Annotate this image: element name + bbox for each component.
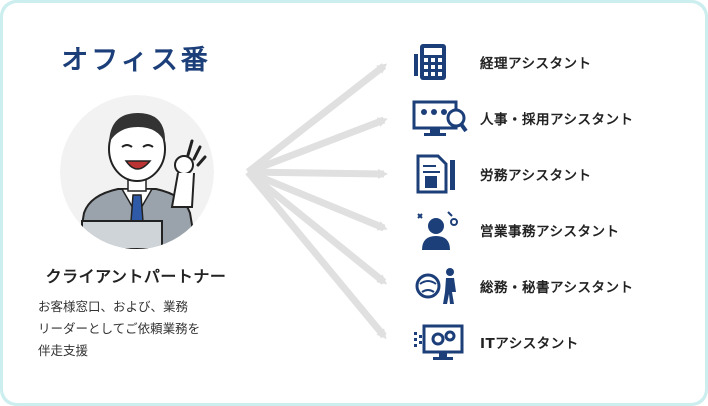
globe-person-icon (412, 264, 468, 308)
description-line: リーダーとしてご依頼業務を (38, 321, 201, 336)
service-label: ITアシスタント (480, 336, 579, 352)
service-label: 営業事務アシスタント (480, 224, 620, 240)
monitor-gears-icon (412, 320, 468, 364)
brand-title: オフィス番 (61, 45, 211, 76)
partner-role: クライアントパートナー (45, 267, 227, 286)
service-label: 人事・採用アシスタント (480, 112, 634, 128)
candidate-search-icon (412, 96, 468, 140)
arrow-to-it (245, 169, 387, 340)
sales-person-icon (412, 208, 468, 252)
document-box-icon (412, 152, 468, 196)
calculator-icon (412, 40, 468, 84)
service-sales: 営業事務アシスタント (412, 208, 619, 252)
arrow-to-accounting (245, 63, 388, 175)
service-it: ITアシスタント (412, 320, 579, 364)
service-hr: 人事・採用アシスタント (412, 96, 633, 140)
arrow-to-hr (246, 116, 388, 176)
service-general: 総務・秘書アシスタント (412, 264, 633, 308)
description-line: お客様窓口、および、業務 (38, 299, 189, 314)
arrow-to-labor (247, 168, 388, 179)
description-line: 伴走支援 (38, 343, 89, 358)
service-labor: 労務アシスタント (412, 152, 591, 196)
partner-description: お客様窓口、および、業務 リーダーとしてご依頼業務を 伴走支援 (38, 296, 258, 362)
service-accounting: 経理アシスタント (412, 40, 591, 84)
service-label: 総務・秘書アシスタント (480, 280, 634, 296)
arrow-to-general (245, 169, 388, 285)
service-label: 経理アシスタント (480, 56, 592, 72)
service-label: 労務アシスタント (480, 168, 592, 184)
arrow-to-sales (246, 168, 388, 232)
partner-avatar (60, 95, 214, 249)
